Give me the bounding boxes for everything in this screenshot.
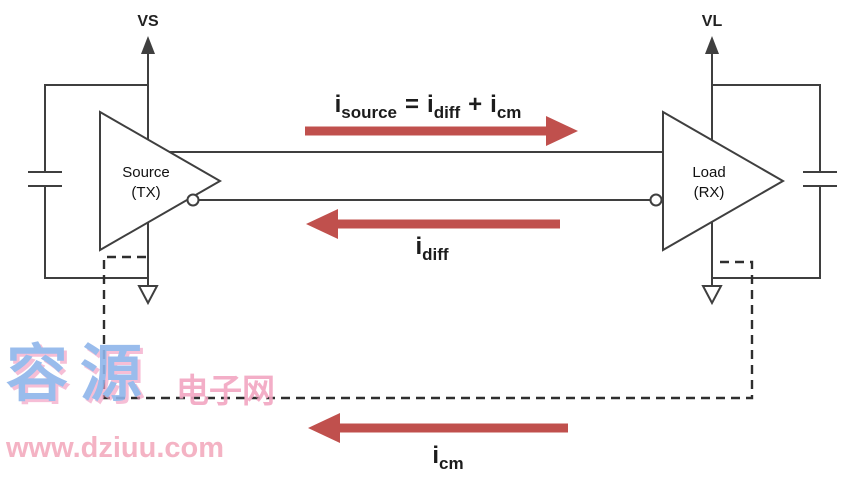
source-supply-network [28,36,159,306]
source-inverting-bubble-icon [186,193,200,207]
i-cm-arrowhead-icon [308,413,340,443]
source-ground-icon [137,285,159,306]
watermark-site-name: 电子网 [176,372,275,409]
transmission-lines [169,151,664,207]
load-inverting-bubble-icon [649,193,663,207]
watermark-cn-chars: 容源 [6,340,155,409]
load-label-line1: Load [692,164,725,181]
common-mode-return-path [102,255,754,400]
load-label-line2: (RX) [694,184,725,201]
i-diff-label: idiff [415,233,448,264]
i-diff-arrow [306,209,560,239]
vl-label: VL [702,13,723,30]
vs-label: VS [137,13,159,30]
source-label-line2: (TX) [131,184,160,201]
i-diff-arrowhead-icon [306,209,338,239]
i-source-arrowhead-icon [546,116,578,146]
load-ground-icon [701,285,723,306]
vs-arrowhead-icon [141,36,155,54]
watermark-url: www.dziuu.com [6,432,225,464]
i-source-equation: isource=idiff+icm [335,91,522,122]
vl-arrowhead-icon [705,36,719,54]
source-amplifier-triangle [99,110,223,252]
load-supply-network [701,36,837,306]
source-label-line1: Source [122,164,170,181]
load-amplifier-triangle [662,110,786,252]
i-source-arrow [305,116,578,146]
i-cm-label: icm [432,442,463,473]
i-cm-arrow [308,413,568,443]
